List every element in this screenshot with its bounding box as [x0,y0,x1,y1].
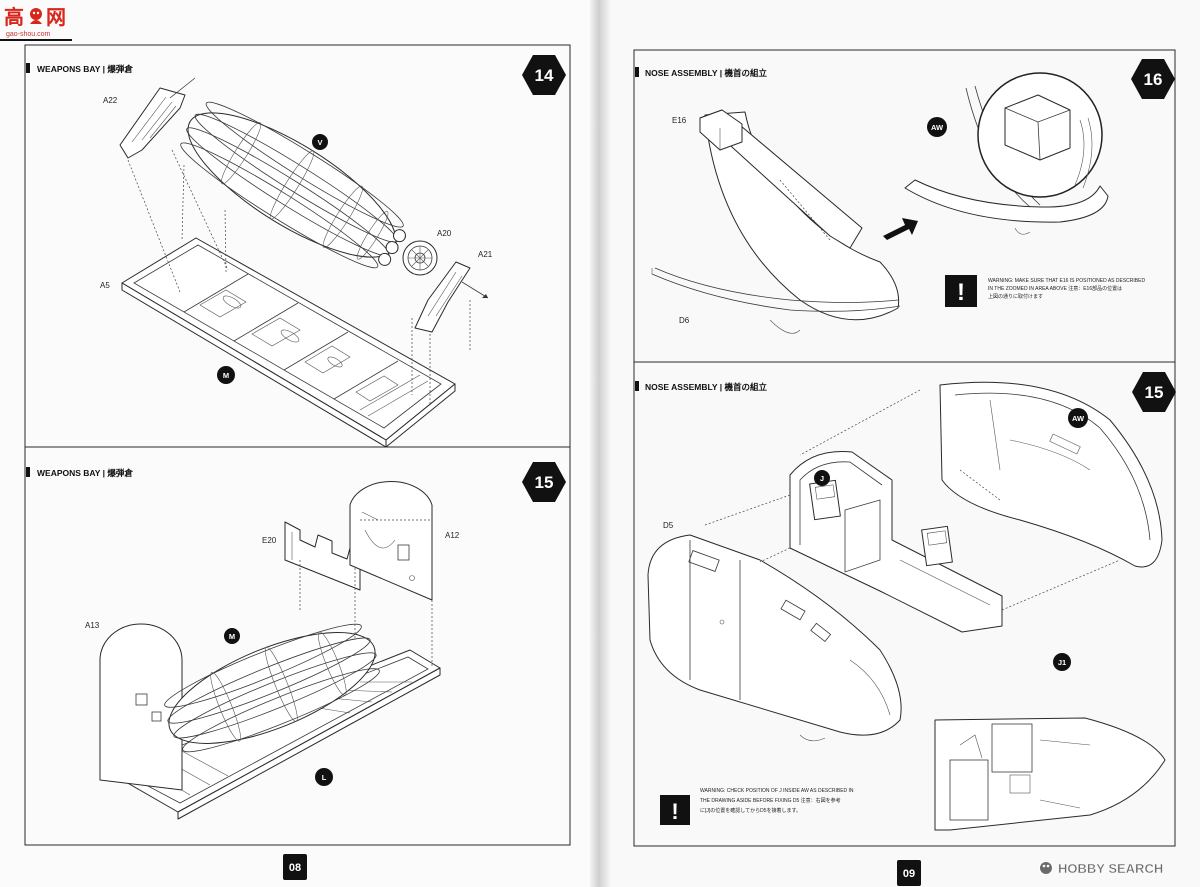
logo-right-char: 网 [46,5,66,29]
seat-rear [921,525,953,567]
logo-site-text: gao-shou.com [6,31,51,38]
svg-text:L: L [322,773,327,782]
callout-l: L [315,768,333,786]
zoom-detail-circle [977,72,1103,198]
warning-step16: ! WARNING: MAKE SURE THAT E16 IS POSITIO… [945,275,1145,307]
left-page-frame [24,44,571,846]
step-badge-16: 16 [1131,59,1175,99]
svg-text:!: ! [957,279,965,306]
step-badge-hexagon [522,462,566,502]
step-badge-15-right: 15 [1132,372,1176,412]
warning-line: 上図の通りに取付けます [988,293,1043,300]
watermark-text: HOBBY SEARCH [1058,861,1163,876]
step-number: 14 [535,66,554,85]
svg-text:!: ! [671,799,678,824]
section-title-step15-right: NOSE ASSEMBLY | 機首の組立 [645,382,768,392]
label-a20: A20 [437,229,452,238]
hobby-search-watermark: HOBBY SEARCH [1039,861,1163,876]
callout-v: V [312,134,328,150]
seat-front [809,479,841,521]
svg-text:J: J [820,474,824,483]
window [688,550,720,572]
step-badge-14: 14 [522,55,566,95]
step-number: 16 [1144,70,1163,89]
label-e20: E20 [262,536,277,545]
page-gutter [590,0,610,887]
part-e20-panel [284,521,361,591]
part-m-bomb-cluster [164,623,380,753]
svg-text:AW: AW [931,123,944,132]
part-a12-bulkhead [349,481,433,601]
section-title-step16: NOSE ASSEMBLY | 機首の組立 [645,68,768,78]
label-d6: D6 [679,316,690,325]
warning-step15: ! WARNING: CHECK POSITION OF J INSIDE AW… [660,788,854,825]
arrow-head [482,294,488,298]
section-title-step15-left: WEAPONS BAY | 爆弾倉 [37,468,133,478]
warning-line: に[J]の位置を確認してからD5を接着します。 [700,807,801,814]
leader-lines-step15-right [704,389,1121,611]
part-a5-tray [121,237,456,448]
callout-aw: AW [1068,408,1088,428]
exclamation-icon: ! [945,275,977,307]
warning-line: THE DRAWING ASIDE BEFORE FIXING D5 注意：右図… [700,797,841,804]
label-a13: A13 [85,621,100,630]
svg-text:M: M [229,632,235,641]
part-e16-bar [699,109,863,249]
step-badge-hexagon [1132,372,1176,412]
part-d5-nose [647,534,902,742]
window [780,599,806,621]
section-marker [635,67,639,77]
part-a22-bracket [119,77,196,159]
section-marker [635,381,639,391]
direction-arrow [883,218,918,240]
page-number-left: 08 [283,854,307,880]
warning-line: IN THE ZOOMED IN AREA ABOVE 注意：E16部品の位置は [988,285,1122,292]
svg-text:08: 08 [289,862,301,874]
site-logo: 高 网 gao-shou.com [0,5,72,41]
label-e16: E16 [672,116,687,125]
section-title-step14: WEAPONS BAY | 爆弾倉 [37,64,133,74]
leader-lines-step14 [127,149,471,405]
svg-text:09: 09 [903,868,915,880]
inset-cross-section [934,717,1166,831]
part-v-bomb-cluster [180,101,406,269]
svg-text:AW: AW [1072,414,1085,423]
svg-text:M: M [223,371,229,380]
window [810,622,832,643]
logo-left-char: 高 [4,5,24,29]
section-marker [26,467,30,477]
leader-lines-step15-left [299,519,433,668]
hobby-search-logo-icon [1039,861,1053,875]
mascot-icon [30,8,42,24]
callout-aw: AW [927,117,947,137]
callout-m: M [224,628,240,644]
callout-j1: J1 [1053,653,1071,671]
svg-text:V: V [317,138,322,147]
label-a5: A5 [100,281,110,290]
part-a21-bracket [414,261,489,333]
callout-m: M [217,366,235,384]
part-a20-disc [402,240,438,276]
part-a13-bulkhead [99,623,183,791]
warning-line: WARNING: MAKE SURE THAT E16 IS POSITIONE… [988,278,1145,284]
step-number: 15 [535,473,554,492]
callout-j: J [814,470,830,486]
exclamation-icon: ! [660,795,690,825]
step-number: 15 [1145,383,1164,402]
step-badge-hexagon [522,55,566,95]
part-j-cockpit [789,450,1003,633]
label-a21: A21 [478,250,493,259]
page-number-right: 09 [897,860,921,886]
svg-text:J1: J1 [1058,658,1066,667]
section-marker [26,63,30,73]
part-aw-canopy [939,381,1163,568]
step-badge-15-left: 15 [522,462,566,502]
label-a12: A12 [445,531,460,540]
right-page-frame [633,49,1176,847]
label-d5: D5 [663,521,674,530]
label-a22: A22 [103,96,118,105]
warning-line: WARNING: CHECK POSITION OF J INSIDE AW A… [700,788,854,794]
step-badge-hexagon [1131,59,1175,99]
